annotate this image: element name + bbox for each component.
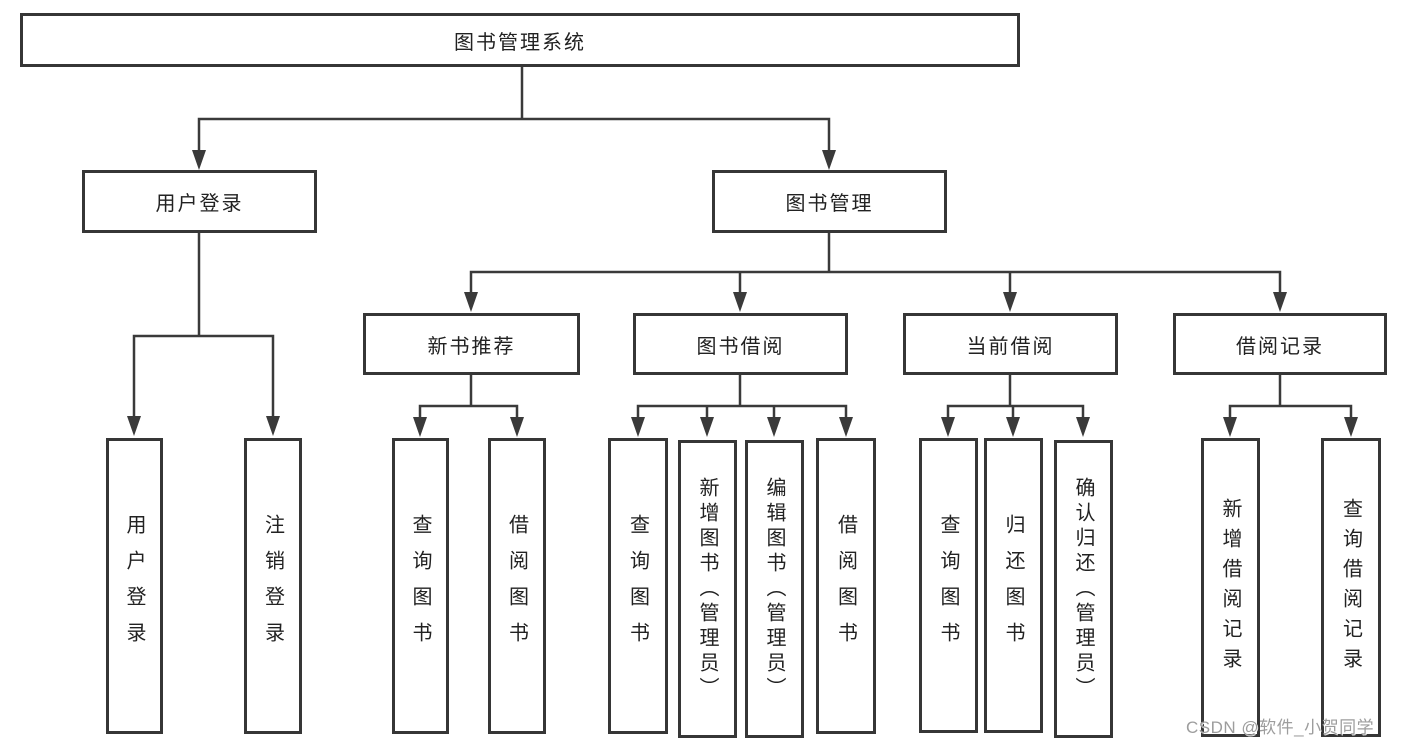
leaf-add-borrow-record: 新增借阅记录 (1201, 438, 1260, 737)
leaf-return-books: 归还图书 (984, 438, 1043, 733)
leaf-logout: 注销登录 (244, 438, 302, 734)
leaf-confirm-return-admin: 确认归还（管理员） (1054, 440, 1113, 738)
leaf-query-borrow-record: 查询借阅记录 (1321, 438, 1381, 737)
node-user-login: 用户登录 (82, 170, 317, 233)
node-book-management: 图书管理 (712, 170, 947, 233)
leaf-add-book-admin: 新增图书（管理员） (678, 440, 737, 738)
leaf-query-books-borrowing: 查询图书 (608, 438, 668, 734)
leaf-borrow-books-recommend: 借阅图书 (488, 438, 546, 734)
node-new-book-recommend: 新书推荐 (363, 313, 580, 375)
node-borrowing-records: 借阅记录 (1173, 313, 1387, 375)
leaf-query-books-recommend: 查询图书 (392, 438, 449, 734)
leaf-edit-book-admin: 编辑图书（管理员） (745, 440, 804, 738)
watermark: CSDN @软件_小贺同学 (1186, 718, 1375, 737)
leaf-borrow-books: 借阅图书 (816, 438, 876, 734)
node-root-system: 图书管理系统 (20, 13, 1020, 67)
node-current-borrowing: 当前借阅 (903, 313, 1118, 375)
leaf-user-login: 用户登录 (106, 438, 163, 734)
node-book-borrowing: 图书借阅 (633, 313, 848, 375)
leaf-query-books-current: 查询图书 (919, 438, 978, 733)
arrowheads (127, 150, 1358, 437)
